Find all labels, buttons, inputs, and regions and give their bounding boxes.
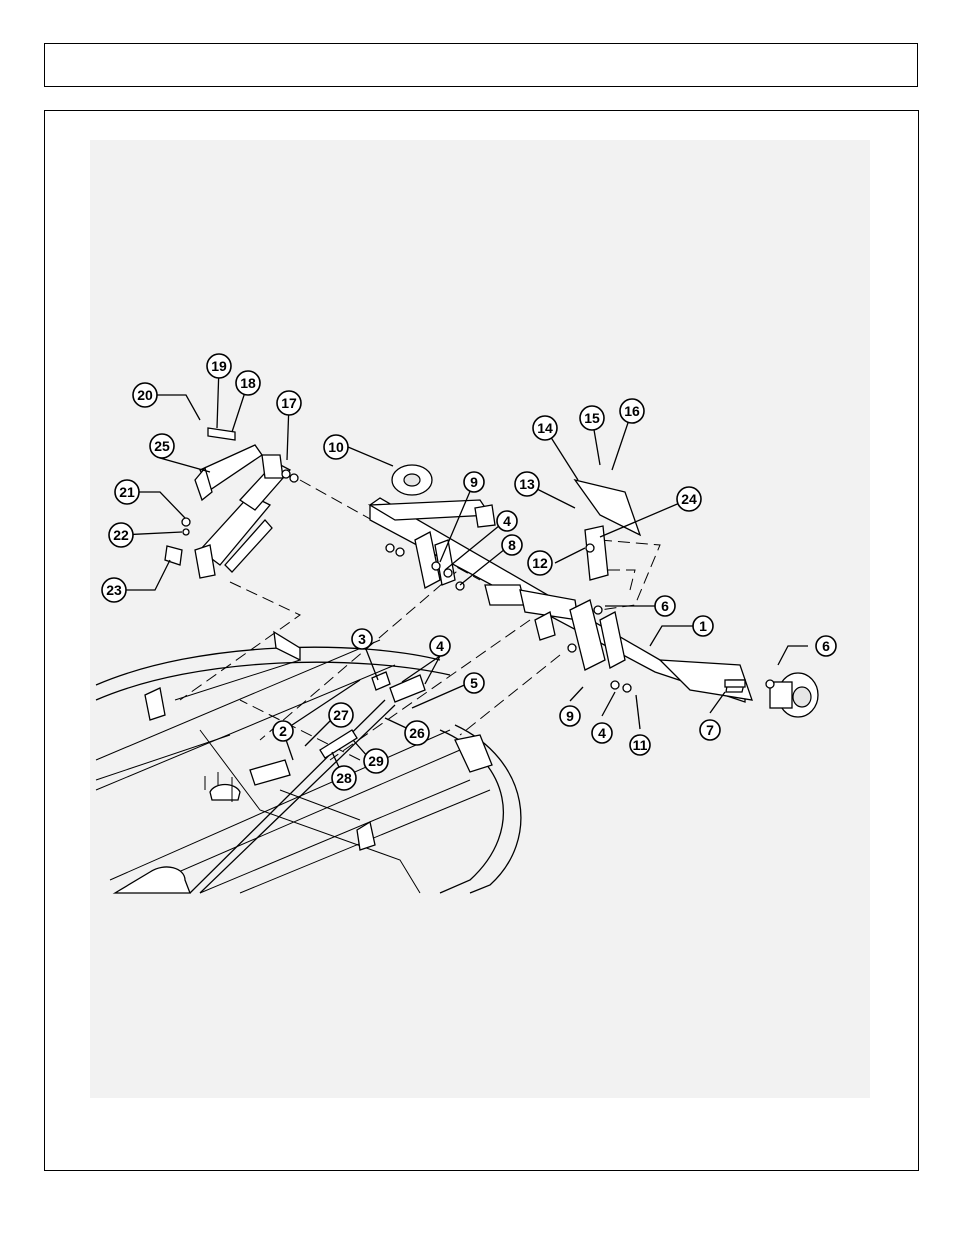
callout-label: 6 — [661, 598, 669, 614]
callout-label: 4 — [503, 513, 511, 529]
callout-22: 22 — [108, 522, 134, 548]
callout-6b: 6 — [815, 635, 837, 657]
callout-label: 20 — [137, 387, 153, 403]
callout-label: 13 — [519, 476, 535, 492]
callout-4a: 4 — [429, 635, 451, 657]
callout-label: 28 — [336, 770, 352, 786]
callout-label: 1 — [699, 618, 707, 634]
callout-label: 15 — [584, 410, 600, 426]
callout-label: 22 — [113, 527, 129, 543]
callout-16: 16 — [619, 398, 645, 424]
callout-label: 27 — [333, 707, 349, 723]
callout-4c: 4 — [591, 722, 613, 744]
callout-label: 26 — [409, 725, 425, 741]
callout-9a: 9 — [463, 471, 485, 493]
callout-label: 4 — [436, 638, 444, 654]
drawing-background — [90, 140, 870, 1098]
callout-label: 2 — [279, 723, 287, 739]
callout-label: 14 — [537, 420, 553, 436]
callout-label: 23 — [106, 582, 122, 598]
callout-4b: 4 — [496, 510, 518, 532]
callout-21: 21 — [114, 479, 140, 505]
callout-label: 18 — [240, 375, 256, 391]
callout-label: 3 — [358, 631, 366, 647]
callout-label: 5 — [470, 675, 478, 691]
callout-12: 12 — [527, 550, 553, 576]
callout-label: 29 — [368, 753, 384, 769]
callout-1: 1 — [692, 615, 714, 637]
callout-label: 17 — [281, 395, 297, 411]
hardware-washers — [385, 543, 746, 693]
callout-label: 24 — [681, 491, 697, 507]
leader-lines — [114, 365, 808, 779]
callout-25: 25 — [149, 433, 175, 459]
shield-plates — [573, 478, 775, 689]
deck-housing — [95, 630, 522, 894]
callout-29: 29 — [363, 748, 389, 774]
callout-6a: 6 — [654, 595, 676, 617]
callout-27: 27 — [328, 702, 354, 728]
callout-label: 9 — [566, 708, 574, 724]
wheel-hubs — [391, 464, 819, 718]
callout-label: 9 — [470, 474, 478, 490]
callout-8: 8 — [501, 534, 523, 556]
callout-label: 25 — [154, 438, 170, 454]
callout-13: 13 — [514, 471, 540, 497]
callout-17: 17 — [276, 390, 302, 416]
callout-label: 21 — [119, 484, 135, 500]
callout-28: 28 — [331, 765, 357, 791]
hydraulic-cylinder — [164, 427, 299, 579]
callout-9b: 9 — [559, 705, 581, 727]
callout-24: 24 — [676, 486, 702, 512]
callout-14: 14 — [532, 415, 558, 441]
callout-26: 26 — [404, 720, 430, 746]
callout-label: 8 — [508, 537, 516, 553]
callout-2: 2 — [272, 720, 294, 742]
callout-18: 18 — [235, 370, 261, 396]
callout-3: 3 — [351, 628, 373, 650]
diagram-frame — [44, 110, 919, 1171]
callout-23: 23 — [101, 577, 127, 603]
axle-frame — [367, 497, 753, 703]
callout-label: 4 — [598, 725, 606, 741]
page-header-box — [44, 43, 918, 87]
callout-label: 7 — [706, 722, 714, 738]
callout-19: 19 — [206, 353, 232, 379]
callout-7: 7 — [699, 719, 721, 741]
callout-10: 10 — [323, 434, 349, 460]
callout-label: 10 — [328, 439, 344, 455]
callout-label: 11 — [633, 737, 648, 753]
callout-label: 16 — [624, 403, 640, 419]
callout-15: 15 — [579, 405, 605, 431]
callout-label: 19 — [211, 358, 227, 374]
callout-5: 5 — [463, 672, 485, 694]
callout-20: 20 — [132, 382, 158, 408]
callout-11: 11 — [629, 734, 651, 756]
callout-label: 12 — [532, 555, 548, 571]
callout-label: 6 — [822, 638, 830, 654]
